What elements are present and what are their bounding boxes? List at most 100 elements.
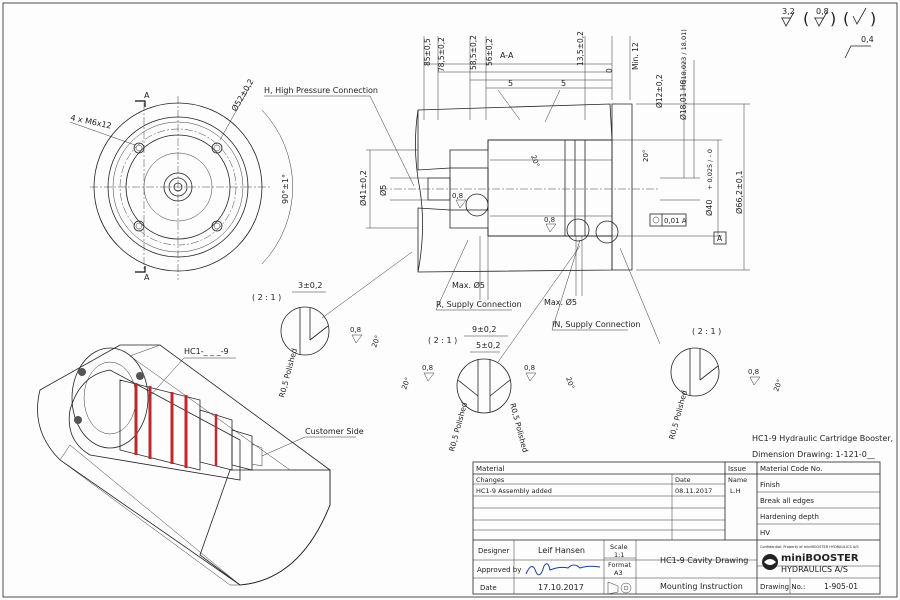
tb-format: A3: [614, 569, 623, 577]
tb-designer: Leif Hansen: [538, 546, 585, 555]
tb-material: Material: [476, 465, 504, 473]
rough-08-b: 0,8: [544, 216, 555, 224]
detail-view-2: ( 2 : 1 ) 9±0,2 5±0,2 R0,5 Polished R0,5…: [400, 325, 576, 454]
detail-view-1: ( 2 : 1 ) 3±0,2 R0,5 Polished 0,8 20°: [252, 281, 382, 399]
detail-view-3: ( 2 : 1 ) R0,5 Polished 0,8 20°: [321, 245, 784, 441]
tb-scale-h: Scale: [610, 543, 628, 551]
detail-1-rough: 0,8: [350, 326, 361, 334]
angle-label: 90°±1°: [281, 174, 290, 204]
detail-3-angle: 20°: [772, 378, 784, 392]
svg-text:(: (: [803, 9, 809, 28]
front-view: A A 4 x M6x12 Ø52±0,2 90°±1°: [70, 77, 293, 282]
geom-tolerance-frame: [649, 213, 687, 227]
dim-dia41: Ø41±0,2: [358, 170, 368, 206]
detail-2-scale: ( 2 : 1 ): [428, 336, 457, 345]
detail-2-polished-b: R0,5 Polished: [508, 402, 530, 453]
tb-issue: Issue: [728, 465, 746, 473]
tb-confidential: Confidential: Property of miniBOOSTER HY…: [760, 545, 859, 549]
tb-date-h: Date: [675, 476, 691, 484]
svg-text:(: (: [843, 9, 849, 28]
detail-2-polished-a: R0,5 Polished: [447, 401, 469, 452]
tb-doc-title: HC1-9 Cavity Drawing: [660, 556, 748, 565]
detail-3-polished: R0,5 Polished: [667, 389, 689, 440]
svg-text:0,4: 0,4: [861, 35, 874, 44]
section-mark-top: A: [144, 91, 150, 100]
tb-format-h: Format: [608, 561, 631, 569]
iso-label-hc: HC1-_ _ _-9: [184, 347, 229, 356]
dim-13: 13,5±0,2: [576, 31, 585, 66]
section-view: A-A 85±0,5 78,5±0,2 58,5±0,2 56±0,2 13,5…: [264, 29, 750, 331]
tb-name-h: Name: [728, 476, 747, 484]
tb-company-2: HYDRAULICS A/S: [781, 565, 848, 574]
detail-2-rough-a: 0,8: [422, 364, 433, 372]
tb-material-code: Material Code No.: [760, 465, 822, 473]
title-note-line2: Dimension Drawing: 1-121-0__: [752, 450, 876, 459]
tb-date-row: 17.10.2017: [538, 583, 584, 592]
detail-1-angle: 20°: [370, 334, 382, 348]
detail-2-rough-b: 0,8: [524, 364, 535, 372]
tb-designer-h: Designer: [478, 547, 509, 555]
dim-5a: 5: [508, 79, 513, 88]
tb-hardening: Hardening depth: [760, 513, 819, 521]
tb-drawing-no: 1-905-01: [824, 582, 858, 591]
dim-zero: 0: [605, 68, 614, 73]
title-block: Material Issue Material Code No. Changes…: [472, 461, 881, 595]
tb-change-1: HC1-9 Assembly added: [476, 487, 552, 495]
detail-1-dim: 3±0,2: [298, 281, 323, 290]
section-title: A-A: [500, 51, 514, 60]
datum-label: A: [717, 234, 723, 243]
dim-dia66: Ø66,2±0,1: [734, 170, 744, 214]
svg-text:): ): [870, 9, 876, 28]
tb-drawing-no-h: Drawing No.:: [760, 583, 805, 591]
detail-1-scale: ( 2 : 1 ): [252, 293, 281, 302]
detail-2-angle-b: 20°: [564, 376, 576, 390]
tb-name-1: L.H: [730, 487, 741, 495]
isometric-cutaway: HC1-_ _ _-9 Customer Side: [37, 344, 364, 586]
dim-dia12: Ø12±0,2: [655, 74, 664, 108]
detail-2-angle-a: 20°: [400, 376, 412, 390]
dim-dia40-tol: + 0,025 / - 0: [706, 149, 714, 190]
callout-high-pressure: H, High Pressure Connection: [264, 86, 378, 95]
surface-roughness-symbols: 3,2 ( 0,8 ) ( ) 0,4: [781, 7, 876, 59]
svg-text:3,2: 3,2: [782, 7, 795, 16]
dim-85: 85±0,5: [423, 38, 432, 66]
projection-symbol: [607, 581, 632, 595]
max5-a: Max. Ø5: [452, 280, 485, 290]
callout-r-supply: R, Supply Connection: [436, 300, 522, 309]
dim-dia18-tol: (18,023 / 18,01): [680, 29, 688, 82]
tb-finish: Finish: [760, 481, 780, 489]
tb-scale: 1:1: [614, 551, 624, 559]
dim-min12: Min. 12: [631, 42, 640, 70]
tb-date-1: 08.11.2017: [675, 487, 712, 495]
datum-ref: 0,01 A: [664, 217, 687, 225]
dim-58: 58,5±0,2: [469, 35, 478, 70]
diameter-label: Ø52±0,2: [229, 77, 256, 113]
rough-08-a: 0,8: [452, 192, 463, 200]
datum-frame: [713, 231, 727, 245]
angle-20-b: 20°: [642, 150, 650, 162]
section-mark-bottom: A: [144, 273, 150, 282]
tb-changes: Changes: [476, 476, 505, 484]
svg-text:): ): [830, 9, 836, 28]
tb-approved-h: Approved by: [477, 566, 521, 574]
detail-1-polished: R0,5 Polished: [277, 347, 299, 398]
detail-3-scale: ( 2 : 1 ): [692, 327, 721, 336]
signature: [525, 563, 601, 576]
iso-label-customer: Customer Side: [305, 427, 364, 436]
dim-56: 56±0,2: [485, 38, 494, 66]
detail-2-dim-b: 5±0,2: [476, 341, 501, 350]
tb-break-edges: Break all edges: [760, 497, 814, 505]
tb-company-1: miniBOOSTER: [781, 553, 859, 564]
detail-2-dim-a: 9±0,2: [472, 325, 497, 334]
dim-5b: 5: [561, 79, 566, 88]
angle-20-a: 20°: [529, 154, 541, 168]
max5-b: Max. Ø5: [544, 297, 577, 307]
tb-hv: HV: [760, 529, 770, 537]
tb-date-row-h: Date: [480, 584, 497, 592]
tb-doc-sub: Mounting Instruction: [660, 582, 743, 591]
bolt-label: 4 x M6x12: [70, 113, 113, 130]
dim-78: 78,5±0,2: [437, 37, 446, 72]
